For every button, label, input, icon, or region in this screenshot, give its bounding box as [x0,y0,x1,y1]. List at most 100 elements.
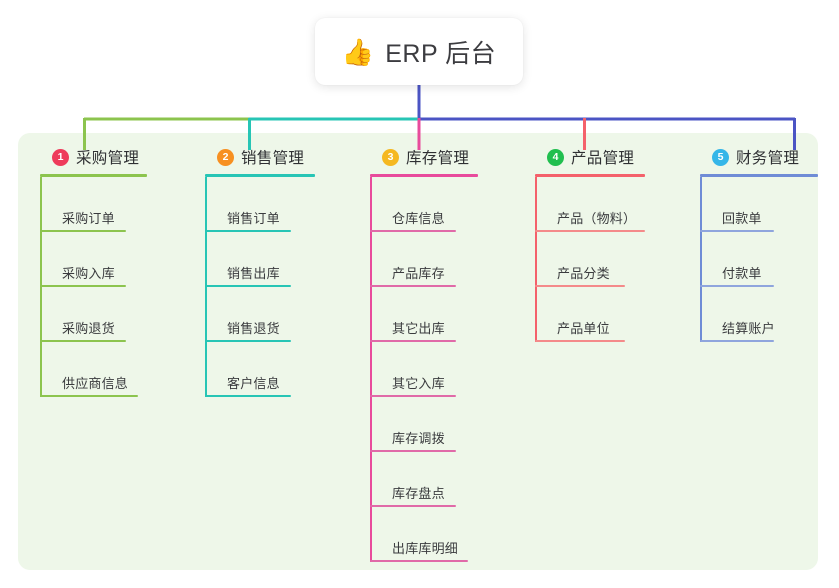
branch-number-badge: 1 [52,148,69,166]
branch-column-2: 2 销售管理销售订单销售出库销售退货客户信息 [205,145,315,397]
branch-header-underline [370,174,478,177]
page-title: ERP 后台 [385,39,497,68]
leaf-item-underline [40,395,138,397]
leaf-item-underline [40,340,126,342]
leaf-item[interactable]: 付款单 [700,232,818,287]
diagram-panel-background [18,133,818,570]
branch-column-4: 4 产品管理产品（物料） 产品分类产品单位 [535,145,645,342]
leaf-item-label: 仓库信息 [392,211,445,226]
leaf-item[interactable]: 采购入库 [40,232,147,287]
leaf-item[interactable]: 其它出库 [370,287,478,342]
leaf-item-underline [370,505,456,507]
leaf-item-label: 产品库存 [392,266,445,281]
branch-column-3: 3 库存管理仓库信息产品库存其它出库其它入库库存调拨库存盘点出库库明细 [370,145,478,562]
leaf-item-label: 采购入库 [62,266,115,281]
branch-item-list: 仓库信息产品库存其它出库其它入库库存调拨库存盘点出库库明细 [370,177,478,562]
leaf-item-label: 供应商信息 [62,376,129,391]
branch-header-2[interactable]: 2 销售管理 [205,145,315,169]
branch-item-list: 采购订单采购入库采购退货供应商信息 [40,177,147,397]
leaf-item[interactable]: 结算账户 [700,287,818,342]
leaf-item-underline [40,230,126,232]
leaf-item[interactable]: 采购订单 [40,177,147,232]
branch-header-3[interactable]: 3 库存管理 [370,145,478,169]
branch-title: 产品管理 [571,150,635,167]
branch-number-badge: 2 [217,148,234,166]
branch-title: 销售管理 [241,150,305,167]
leaf-item-label: 销售出库 [227,266,280,281]
leaf-item-underline [205,230,291,232]
leaf-item-label: 采购退货 [62,321,115,336]
branch-column-1: 1 采购管理采购订单采购入库采购退货供应商信息 [40,145,147,397]
leaf-item-label: 采购订单 [62,211,115,226]
leaf-item-underline [535,340,625,342]
leaf-item-label: 销售订单 [227,211,280,226]
root-node-card[interactable]: 👍 ERP 后台 [315,18,523,85]
branch-number-badge: 3 [382,148,399,166]
leaf-item[interactable]: 产品分类 [535,232,645,287]
leaf-item-label: 出库库明细 [392,541,459,556]
leaf-item[interactable]: 库存盘点 [370,452,478,507]
leaf-item-label: 库存调拨 [392,431,445,446]
leaf-item[interactable]: 产品库存 [370,232,478,287]
leaf-item[interactable]: 销售退货 [205,287,315,342]
leaf-item[interactable]: 客户信息 [205,342,315,397]
leaf-item-label: 结算账户 [722,321,775,336]
branch-vertical-stem [700,177,702,342]
leaf-item-underline [370,450,456,452]
leaf-item-label: 销售退货 [227,321,280,336]
branch-number-badge: 4 [547,148,564,166]
leaf-item-underline [40,285,126,287]
leaf-item[interactable]: 其它入库 [370,342,478,397]
leaf-item-underline [535,285,625,287]
leaf-item-underline [205,395,291,397]
leaf-item[interactable]: 回款单 [700,177,818,232]
branch-header-underline [700,174,818,177]
branch-item-list: 回款单付款单结算账户 [700,177,818,342]
leaf-item[interactable]: 仓库信息 [370,177,478,232]
leaf-item-label: 其它入库 [392,376,445,391]
branch-header-underline [40,174,147,177]
leaf-item-underline [535,230,645,232]
leaf-item-underline [700,230,774,232]
thumbs-up-icon: 👍 [341,36,375,67]
branch-column-5: 5 财务管理回款单付款单结算账户 [700,145,818,342]
branch-header-5[interactable]: 5 财务管理 [700,145,818,169]
leaf-item[interactable]: 产品单位 [535,287,645,342]
branch-vertical-stem [370,177,372,562]
branch-title: 财务管理 [736,150,800,167]
leaf-item-label: 客户信息 [227,376,280,391]
leaf-item[interactable]: 出库库明细 [370,507,478,562]
branch-vertical-stem [535,177,537,342]
leaf-item[interactable]: 产品（物料） [535,177,645,232]
leaf-item-underline [370,230,456,232]
leaf-item[interactable]: 库存调拨 [370,397,478,452]
leaf-item[interactable]: 采购退货 [40,287,147,342]
branch-number-badge: 5 [712,148,729,166]
leaf-item-underline [370,560,468,562]
leaf-item-underline [370,285,456,287]
branch-vertical-stem [205,177,207,397]
leaf-item-underline [205,285,291,287]
leaf-item-underline [700,340,774,342]
leaf-item-label: 产品（物料） [557,211,637,226]
branch-vertical-stem [40,177,42,397]
branch-title: 库存管理 [406,150,470,167]
leaf-item-underline [370,340,456,342]
branch-title: 采购管理 [76,150,140,167]
branch-header-4[interactable]: 4 产品管理 [535,145,645,169]
branch-item-list: 销售订单销售出库销售退货客户信息 [205,177,315,397]
leaf-item-label: 库存盘点 [392,486,445,501]
leaf-item[interactable]: 供应商信息 [40,342,147,397]
leaf-item-label: 付款单 [722,266,762,281]
leaf-item-label: 回款单 [722,211,762,226]
leaf-item-label: 产品分类 [557,266,610,281]
leaf-item-underline [700,285,774,287]
leaf-item-label: 其它出库 [392,321,445,336]
leaf-item-underline [370,395,456,397]
leaf-item[interactable]: 销售出库 [205,232,315,287]
branch-header-1[interactable]: 1 采购管理 [40,145,147,169]
branch-item-list: 产品（物料） 产品分类产品单位 [535,177,645,342]
leaf-item-underline [205,340,291,342]
leaf-item[interactable]: 销售订单 [205,177,315,232]
